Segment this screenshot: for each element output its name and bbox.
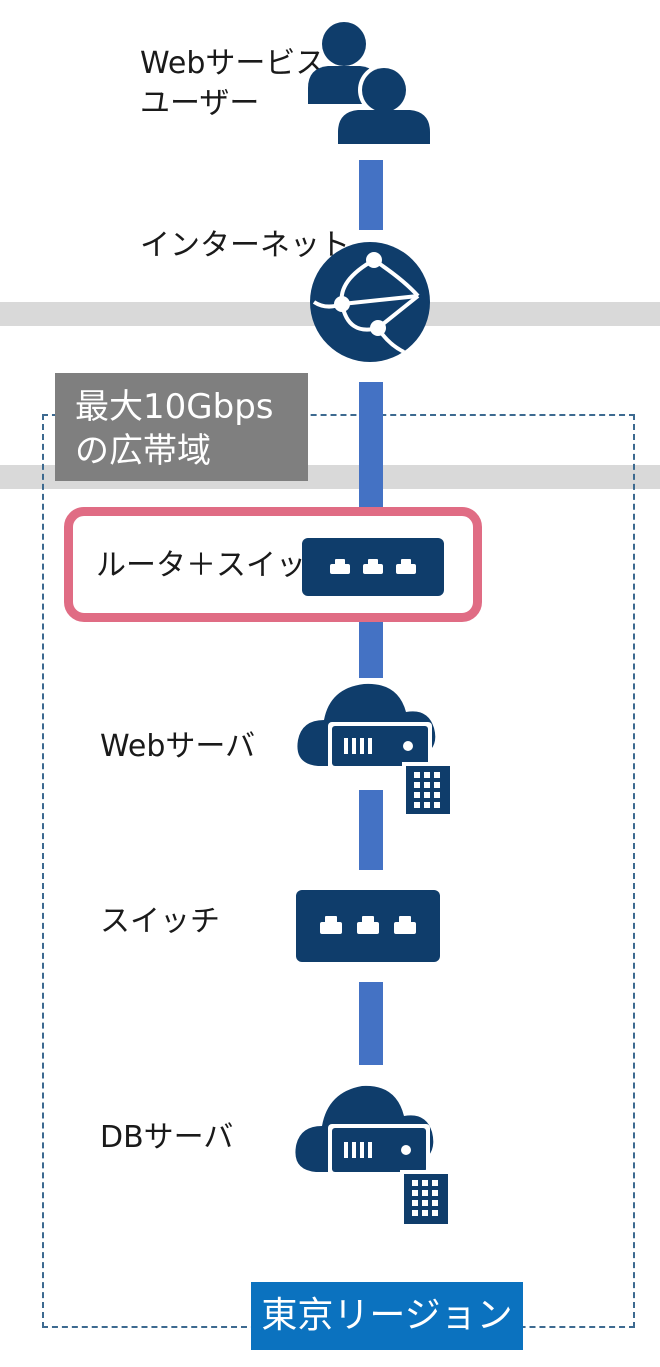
connector-webserver-switch	[359, 790, 383, 870]
bandwidth-line2: の広帯域	[75, 431, 211, 471]
web-service-user-label-line2: ユーザー	[140, 86, 260, 121]
connector-router-webserver	[359, 620, 383, 678]
db-server-label: DBサーバ	[100, 1120, 234, 1155]
cloud-server-icon	[295, 1085, 450, 1226]
cloud-server-icon	[297, 683, 452, 816]
connector-switch-dbserver	[359, 982, 383, 1065]
network-switch-icon	[296, 890, 440, 962]
tokyo-region-badge: 東京リージョン	[251, 1282, 523, 1350]
globe-network-icon	[310, 242, 430, 362]
internet-label: インターネット	[140, 228, 350, 263]
web-server-label: Webサーバ	[100, 729, 256, 764]
bandwidth-callout: 最大10Gbps の広帯域	[55, 373, 308, 481]
switch-label: スイッチ	[100, 904, 220, 939]
network-switch-icon	[302, 538, 444, 596]
web-service-user-label-line1: Webサービス	[140, 46, 326, 81]
bandwidth-line1: 最大10Gbps	[75, 387, 274, 427]
router-switch-label: ルータ＋スイッチ	[96, 548, 336, 583]
users-icon	[308, 22, 434, 148]
connector-users-internet	[359, 160, 383, 230]
